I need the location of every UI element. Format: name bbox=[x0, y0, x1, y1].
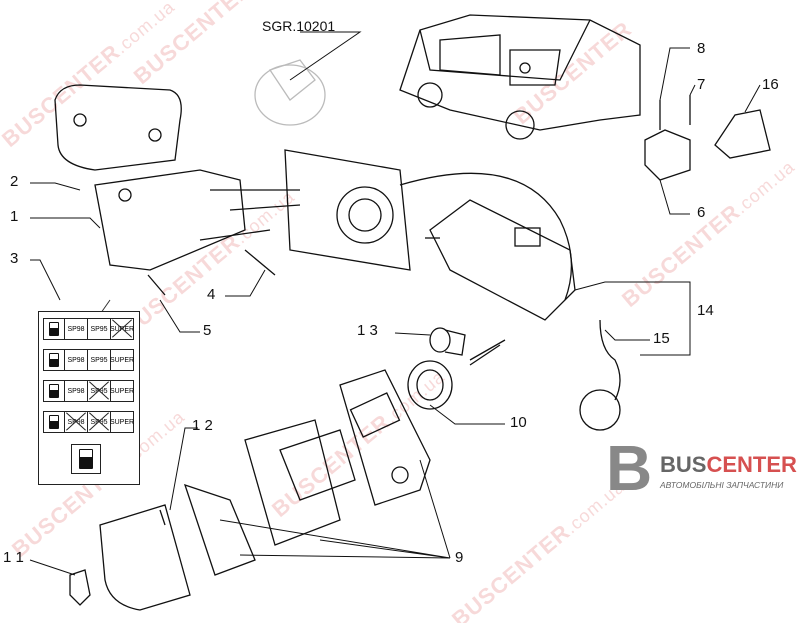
callout-9: 9 bbox=[455, 549, 464, 566]
fuel-grade-sp95: SP95 bbox=[87, 319, 110, 339]
fuel-pump-icon bbox=[44, 381, 64, 401]
fuel-grade-sp95: SP95 bbox=[87, 350, 110, 370]
callout-11: 1 1 bbox=[3, 549, 24, 566]
logo-name: BUSCENTER bbox=[660, 452, 797, 477]
callout-13: 1 3 bbox=[357, 322, 378, 339]
special-tool-reference: SGR.10201 bbox=[262, 18, 336, 34]
callout-8: 8 bbox=[697, 40, 706, 57]
callout-12: 1 2 bbox=[192, 417, 213, 434]
fuel-pump-icon bbox=[71, 444, 101, 474]
callout-3: 3 bbox=[10, 250, 19, 267]
van-illustration bbox=[399, 14, 641, 140]
fuel-grade-super: SUPER bbox=[110, 381, 134, 401]
fuel-pump-icon bbox=[44, 350, 64, 370]
callout-4: 4 bbox=[207, 286, 216, 303]
buscenter-logo: B BUSCENTER АВТОМОБІЛЬНІ ЗАПЧАСТИНИ bbox=[600, 432, 800, 504]
fuel-grade-super-crossed: SUPER bbox=[110, 319, 134, 339]
callout-6: 6 bbox=[697, 204, 706, 221]
callout-14: 14 bbox=[697, 302, 714, 319]
fuel-grade-sp95-crossed: SP95 bbox=[87, 412, 110, 432]
fuel-grade-sp98: SP98 bbox=[64, 350, 87, 370]
fuel-pump-icon bbox=[44, 412, 64, 432]
callout-16: 16 bbox=[762, 76, 779, 93]
fuel-grade-super: SUPER bbox=[110, 412, 134, 432]
callout-15: 15 bbox=[653, 330, 670, 347]
logo-tagline: АВТОМОБІЛЬНІ ЗАПЧАСТИНИ bbox=[660, 480, 784, 490]
logo-letter: B bbox=[606, 432, 653, 504]
fuel-pump-icon bbox=[44, 319, 64, 339]
fuel-grade-sp95-crossed: SP95 bbox=[87, 381, 110, 401]
callout-1: 1 bbox=[10, 208, 19, 225]
callout-2: 2 bbox=[10, 173, 19, 190]
callout-7: 7 bbox=[697, 76, 706, 93]
callout-10: 10 bbox=[510, 414, 527, 431]
fuel-grade-sp98-crossed: SP98 bbox=[64, 412, 87, 432]
fuel-grade-sp98: SP98 bbox=[64, 319, 87, 339]
callout-5: 5 bbox=[203, 322, 212, 339]
special-tool-ghost bbox=[254, 59, 326, 126]
fuel-grade-sp98: SP98 bbox=[64, 381, 87, 401]
fuel-grade-super: SUPER bbox=[110, 350, 134, 370]
